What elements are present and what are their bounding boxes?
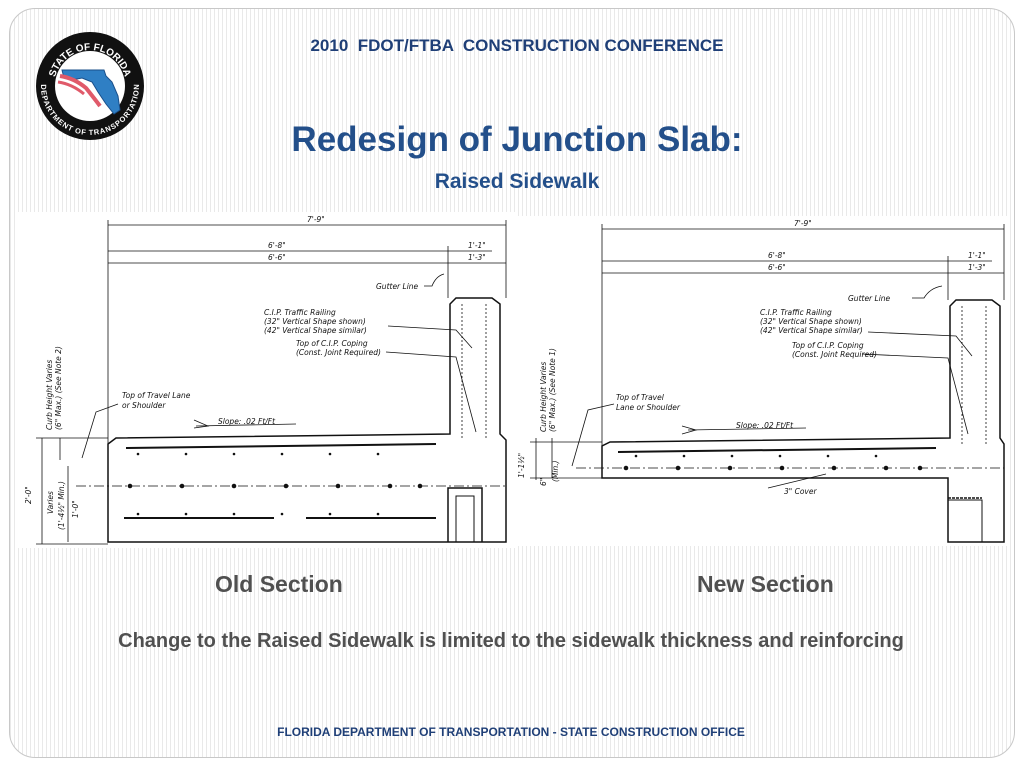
old-dim-curb-1: 1'-1": [468, 241, 486, 250]
new-travel-1: Top of Travel: [616, 393, 665, 402]
old-travel-1: Top of Travel Lane: [122, 391, 191, 400]
old-slope: Slope: .02 Ft/Ft: [218, 417, 276, 426]
new-dim-curb-1: 1'-1": [968, 251, 986, 260]
old-section-drawing: 7'-9" 6'-8" 6'-6" 1'-1" 1'-3" Gutter Lin…: [16, 212, 516, 548]
old-railing-2: (32" Vertical Shape shown): [264, 317, 366, 326]
new-railing-1: C.I.P. Traffic Railing: [760, 308, 832, 317]
new-dim-curb-2: 1'-3": [968, 263, 986, 272]
new-coping-2: (Const. Joint Required): [792, 350, 877, 359]
old-section-caption: Old Section: [215, 571, 343, 597]
old-dim-main-1: 6'-8": [268, 241, 286, 250]
old-curb-height-1: Curb Height Varies: [45, 360, 54, 430]
new-railing-2: (32" Vertical Shape shown): [760, 317, 862, 326]
conference-heading: 2010 FDOT/FTBA CONSTRUCTION CONFERENCE: [310, 36, 724, 55]
old-railing-3: (42" Vertical Shape similar): [264, 326, 367, 335]
new-dim-overall: 7'-9": [794, 219, 812, 228]
old-gutter-line: Gutter Line: [376, 282, 419, 291]
new-min-6: 6": [539, 478, 548, 486]
old-railing-1: C.I.P. Traffic Railing: [264, 308, 336, 317]
new-min-label: (Min.): [551, 460, 560, 482]
old-coping-2: (Const. Joint Required): [296, 348, 381, 357]
old-dim-overall: 7'-9": [307, 215, 325, 224]
new-curb-height-2: (6" Max.) (See Note 1): [548, 348, 557, 432]
new-section-drawing: 7'-9" 6'-8" 6'-6" 1'-1" 1'-3" Gutter Lin…: [516, 216, 1010, 546]
slide-title: Redesign of Junction Slab:: [291, 120, 743, 159]
old-varies-min: (1'-4½" Min.): [57, 481, 66, 530]
new-travel-2: Lane or Shoulder: [616, 403, 681, 412]
old-thickness: 2'-0": [24, 486, 33, 504]
new-coping-1: Top of C.I.P. Coping: [792, 341, 864, 350]
new-dim-main-1: 6'-8": [768, 251, 786, 260]
new-railing-3: (42" Vertical Shape similar): [760, 326, 863, 335]
old-travel-2: or Shoulder: [122, 401, 166, 410]
footer-text: FLORIDA DEPARTMENT OF TRANSPORTATION - S…: [277, 725, 745, 739]
change-note: Change to the Raised Sidewalk is limited…: [118, 630, 904, 652]
old-curb-height-2: (6" Max.) (See Note 2): [54, 346, 63, 430]
slide-subtitle: Raised Sidewalk: [434, 170, 600, 193]
old-dim-curb-2: 1'-3": [468, 253, 486, 262]
new-thickness: 1'-1½": [517, 453, 526, 478]
new-slope: Slope: .02 Ft/Ft: [736, 421, 794, 430]
new-dim-main-2: 6'-6": [768, 263, 786, 272]
new-curb-height-1: Curb Height Varies: [539, 362, 548, 432]
old-coping-1: Top of C.I.P. Coping: [296, 339, 368, 348]
fdot-seal-logo: STATE OF FLORIDA DEPARTMENT OF TRANSPORT…: [34, 30, 146, 142]
old-dim-main-2: 6'-6": [268, 253, 286, 262]
old-dim-lower: 1'-0": [71, 500, 80, 518]
new-gutter-line: Gutter Line: [848, 294, 891, 303]
old-varies: Varies: [46, 491, 55, 514]
new-section-caption: New Section: [697, 571, 834, 597]
new-cover: 3" Cover: [784, 487, 817, 496]
